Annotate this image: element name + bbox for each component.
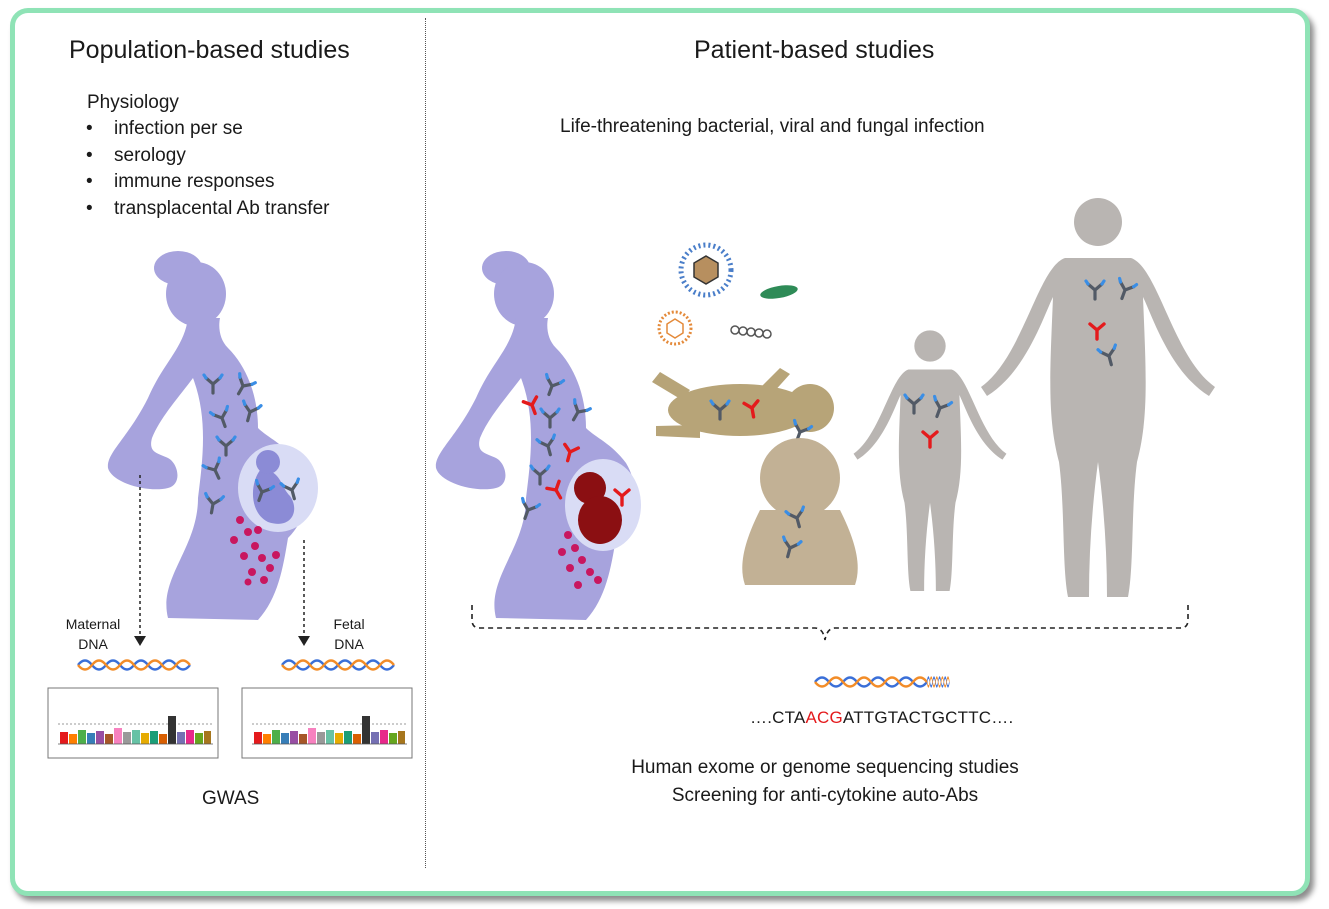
patient-placenta [558,531,602,589]
patient-pregnant-mother [435,251,635,620]
maternal-gwas-plot [47,687,219,759]
fetus [252,468,295,524]
left-heading: Population-based studies [69,36,350,64]
fetal-dna-helix [280,659,396,671]
newborn-figure [652,368,834,438]
fetal-gwas-plot [241,687,413,759]
sitting-infant-figure [742,438,858,585]
fetus-head [256,450,280,474]
grouping-brace [471,605,1189,641]
placenta [230,516,280,586]
physiology-label: Physiology [87,92,179,113]
sequencing-label: Human exome or genome sequencing studies [631,757,1019,778]
list-item: •transplacental Ab transfer [86,197,330,219]
infected-fetus [574,472,622,544]
pregnant-silhouette [107,251,307,620]
maternal-dna-helix [76,659,192,671]
dna-sequence: ….CTAACGATTGTACTGCTTC…. [750,708,1014,727]
right-subtitle: Life-threatening bacterial, viral and fu… [560,116,985,137]
child-figure [853,330,1007,591]
bacterium-icon [760,285,798,299]
fungal-chain-icon [730,325,772,339]
list-item: •serology [86,144,186,166]
panel-divider [425,18,426,868]
physiology-list: •infection per se •serology •immune resp… [86,116,329,222]
small-virus-icon [657,310,693,346]
list-item: •immune responses [86,171,275,192]
right-heading: Patient-based studies [694,36,935,64]
sequence-variant: ACG [805,708,843,727]
pregnant-mother-figure [107,251,307,620]
list-item: •infection per se [86,118,243,139]
virus-icon [678,242,734,298]
adult-figure [981,198,1215,597]
gwas-label: GWAS [202,788,260,809]
screening-label: Screening for anti-cytokine auto-Abs [671,785,979,806]
patient-dna-helix [813,676,951,688]
